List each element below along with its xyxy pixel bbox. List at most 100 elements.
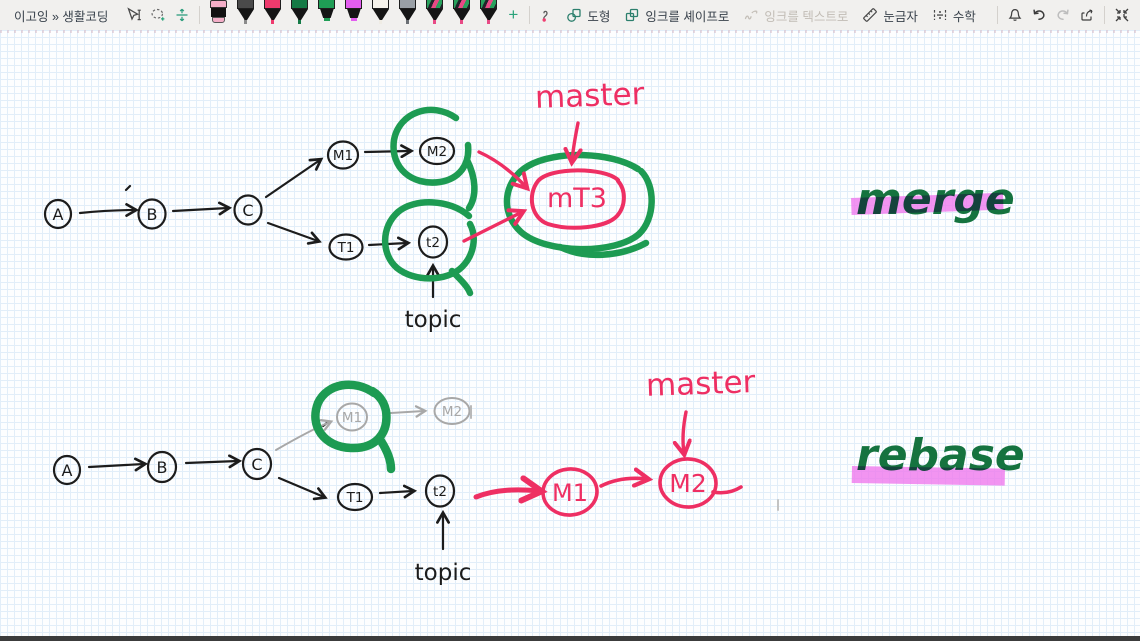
m2-tail xyxy=(711,485,743,495)
node-m1-old-label: M1 xyxy=(342,410,362,426)
green-circle-mt3 xyxy=(503,151,655,253)
node-m2-new-label: M2 xyxy=(669,469,706,498)
node-m1-new-circle xyxy=(541,467,599,517)
node-m2-old-circle xyxy=(433,397,471,425)
magenta-highlighter-icon xyxy=(345,0,363,9)
node-m1-old-circle xyxy=(336,402,368,432)
laser-pointer-button[interactable] xyxy=(535,2,559,28)
math-icon xyxy=(933,10,946,20)
pink-pen-tool[interactable] xyxy=(262,0,283,28)
node-m1-label: M1 xyxy=(333,148,353,164)
share-button[interactable] xyxy=(1075,2,1099,28)
rebase-highlight xyxy=(851,466,1005,486)
insert-space-button[interactable] xyxy=(170,2,194,28)
pen-tray xyxy=(205,0,502,30)
node-c-circle xyxy=(233,194,263,226)
node-b-label: B xyxy=(157,458,168,477)
arrow-c-t1 xyxy=(277,476,328,501)
undo-button[interactable] xyxy=(1027,2,1051,28)
arrow-m1-m2 xyxy=(363,144,415,159)
node-t1-label: T1 xyxy=(337,240,355,256)
eraser-icon xyxy=(210,0,228,8)
node-m2-old-label: M2 xyxy=(442,404,462,420)
arrow-b-c xyxy=(171,201,233,216)
galaxy-pen-2-tool[interactable] xyxy=(451,0,472,28)
green-pen-tool[interactable] xyxy=(289,0,310,28)
white-pen-tool[interactable] xyxy=(370,0,391,28)
breadcrumb[interactable]: 이고잉 » 생활코딩 xyxy=(14,9,109,24)
node-t2-label: t2 xyxy=(426,235,440,251)
galaxy-pen-3-tool[interactable] xyxy=(478,0,499,28)
merge-diagram: A B C M1 M2 T1 t2 mT3 master topic merge xyxy=(43,76,1015,333)
node-t1-label: T1 xyxy=(346,490,364,506)
green-tail xyxy=(448,267,474,297)
collapse-icon xyxy=(1115,8,1129,22)
ink-to-shape-button[interactable]: 잉크를 셰이프로 xyxy=(617,0,736,30)
ink-to-text-label: 잉크를 텍스트로 xyxy=(764,9,849,24)
pencil-tool[interactable] xyxy=(397,0,418,28)
rebase-diagram: A B C M1 M2 T1 t2 M1 M2 master topic reb… xyxy=(52,364,1025,586)
lasso-select-button[interactable] xyxy=(146,2,170,28)
node-mt3-label: mT3 xyxy=(547,183,607,214)
green-highlighter-icon xyxy=(318,0,336,9)
arrow-m1-m2-old xyxy=(390,405,428,418)
green-tail xyxy=(376,436,396,474)
share-icon xyxy=(1081,9,1093,21)
node-t2-circle xyxy=(417,225,449,259)
green-highlighter-tool[interactable] xyxy=(316,0,337,28)
arrow-c-m1-old xyxy=(275,419,334,451)
lasso-select-icon xyxy=(151,8,165,21)
select-tool-button[interactable] xyxy=(122,2,146,28)
add-pen-button[interactable]: + xyxy=(508,5,519,24)
redo-button[interactable] xyxy=(1051,2,1075,28)
node-a-circle xyxy=(43,198,73,230)
ink-to-shape-label: 잉크를 셰이프로 xyxy=(645,9,730,24)
pencil-icon xyxy=(399,0,417,9)
whiteboard-canvas[interactable] xyxy=(0,30,1140,636)
ruler-button[interactable]: 눈금자 xyxy=(855,0,925,30)
magenta-highlighter-tool[interactable] xyxy=(343,0,364,28)
arrow-m1-m2-new xyxy=(599,478,647,488)
green-circle-t2 xyxy=(381,199,477,282)
divider xyxy=(199,6,201,24)
node-c-label: C xyxy=(251,455,262,474)
galaxy-pen-1-tool[interactable] xyxy=(424,0,445,28)
eraser-tool[interactable] xyxy=(208,0,229,28)
green-connector xyxy=(463,156,478,212)
notifications-button[interactable] xyxy=(1003,2,1027,28)
ruler-label: 눈금자 xyxy=(883,9,918,24)
ink-to-shape-icon xyxy=(626,8,639,22)
mt3-circle xyxy=(529,168,626,230)
black-pen-icon xyxy=(237,0,255,9)
arrow-t1-t2 xyxy=(378,484,418,499)
node-a-label: A xyxy=(62,461,73,480)
node-t1-circle xyxy=(328,233,364,261)
topic-label: topic xyxy=(415,560,472,586)
node-a-label: A xyxy=(53,205,64,224)
merge-arrow-from-t2 xyxy=(462,212,522,243)
toolbar-right-cluster xyxy=(992,2,1140,28)
arrow-b-c xyxy=(184,454,243,469)
node-b-label: B xyxy=(147,205,158,224)
math-label: 수학 xyxy=(952,9,976,24)
node-t1-circle xyxy=(336,482,374,512)
node-m2-label: M2 xyxy=(427,144,447,160)
ink-to-text-button[interactable]: 잉크를 텍스트로 xyxy=(736,0,855,30)
node-c-circle xyxy=(241,447,273,481)
math-button[interactable]: 수학 xyxy=(925,0,983,30)
laser-pointer-icon xyxy=(542,10,548,22)
black-pen-tool[interactable] xyxy=(235,0,256,28)
node-m2-new-circle xyxy=(658,457,718,509)
arrow-a-b xyxy=(78,203,140,217)
master-label: master xyxy=(645,364,756,404)
node-m1-circle xyxy=(326,140,360,170)
shapes-button[interactable]: 도형 xyxy=(559,0,617,30)
galaxy-pen-icon xyxy=(480,0,498,9)
master-arrow xyxy=(572,121,578,161)
collapse-button[interactable] xyxy=(1110,2,1134,28)
node-b-circle xyxy=(137,198,167,230)
master-arrow xyxy=(683,410,686,453)
divider xyxy=(529,6,531,24)
arrow-c-m1 xyxy=(264,157,324,199)
